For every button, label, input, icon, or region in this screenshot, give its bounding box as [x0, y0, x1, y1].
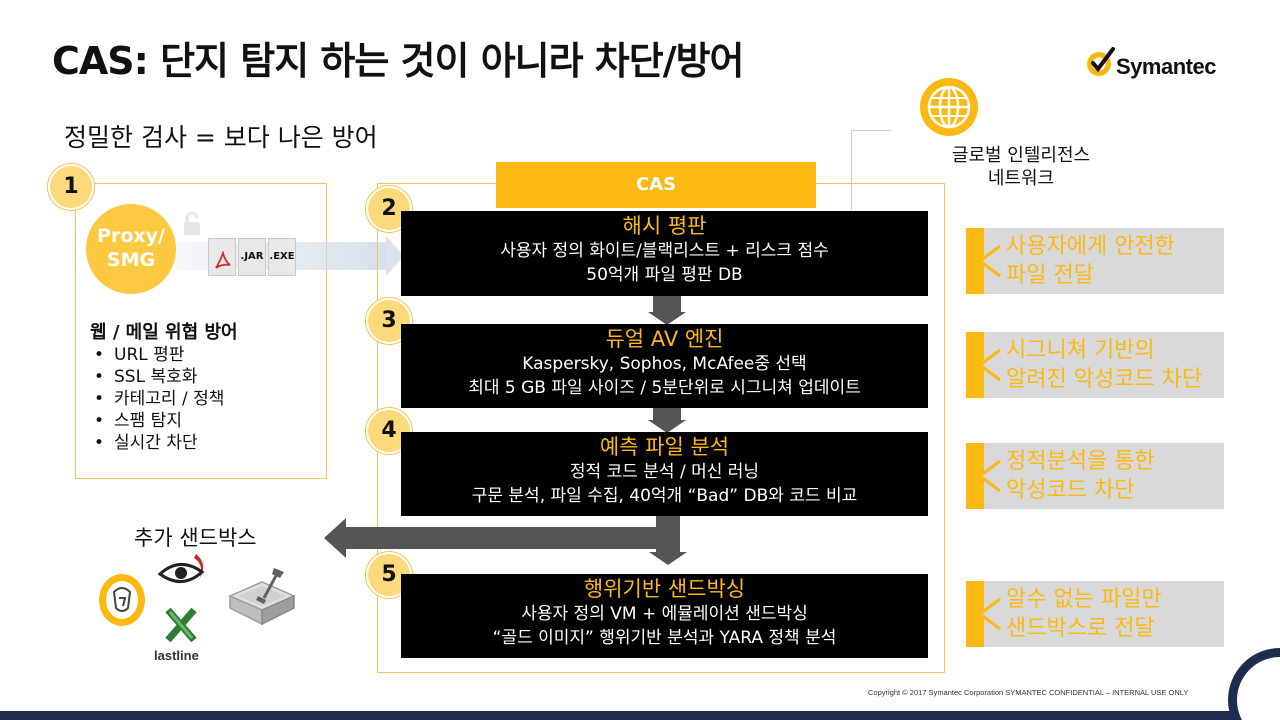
- corner-decoration: [1228, 648, 1280, 720]
- page-subtitle: 정밀한 검사 = 보다 나은 방어: [64, 123, 378, 152]
- outcome-accent-bar: [966, 443, 984, 509]
- sandbox-box-icon: [228, 568, 296, 626]
- flow-arrow-down-head: [648, 420, 686, 433]
- acrobat-icon: [215, 251, 231, 269]
- step-title: 행위기반 샌드박싱: [583, 577, 746, 601]
- lastline-logo-icon: [165, 607, 197, 643]
- gin-connector-line: [851, 130, 891, 210]
- list-item: 실시간 차단: [94, 432, 224, 454]
- outcome-box: 알수 없는 파일만 샌드박스로 전달: [966, 581, 1224, 647]
- step-line: 사용자 정의 VM + 에뮬레이션 샌드박싱: [521, 604, 808, 624]
- chevron-left-icon: [977, 459, 1001, 493]
- web-mail-heading: 웹 / 메일 위협 방어: [90, 322, 238, 343]
- proxy-flow-arrow-head: [386, 236, 404, 276]
- lock-icon: [184, 212, 200, 235]
- list-item: SSL 복호화: [94, 366, 224, 388]
- step-number-3: 3: [366, 298, 412, 344]
- flow-arrow-down-head: [648, 312, 686, 325]
- sandbox-branch-arrow: [345, 527, 678, 549]
- outcome-accent-bar: [966, 228, 984, 294]
- step-number-1: 1: [48, 164, 94, 210]
- chevron-left-icon: [977, 597, 1001, 631]
- web-mail-panel: [75, 183, 327, 479]
- step-behavior-sandboxing: 행위기반 샌드박싱 사용자 정의 VM + 에뮬레이션 샌드박싱 “골드 이미지…: [401, 574, 928, 658]
- step-line: 최대 5 GB 파일 사이즈 / 5분단위로 시그니쳐 업데이트: [468, 378, 861, 398]
- step-title: 듀얼 AV 엔진: [605, 327, 724, 351]
- sandbox-branch-arrow-head: [324, 518, 346, 558]
- proxy-smg-badge: Proxy/ SMG: [86, 204, 176, 294]
- step-line: 사용자 정의 화이트/블랙리스트 + 리스크 점수: [500, 241, 829, 261]
- lastline-wordmark: lastline: [154, 648, 199, 663]
- page-title: CAS: 단지 탐지 하는 것이 아니라 차단/방어: [52, 39, 745, 83]
- step-dual-av: 듀얼 AV 엔진 Kaspersky, Sophos, McAfee중 선택 최…: [401, 324, 928, 408]
- step-line: 50억개 파일 평판 DB: [586, 265, 743, 285]
- chevron-left-icon: [977, 348, 1001, 382]
- step-line: Kaspersky, Sophos, McAfee중 선택: [522, 354, 807, 374]
- global-intelligence-label: 글로벌 인텔리전스 네트워크: [951, 145, 1091, 189]
- step-title: 예측 파일 분석: [599, 435, 730, 459]
- symantec-wordmark: Symantec: [1116, 54, 1216, 79]
- step-title: 해시 평판: [622, 214, 707, 238]
- list-item: 카테고리 / 정책: [94, 388, 224, 410]
- globe-icon: [920, 78, 978, 136]
- exe-file-icon: .EXE: [268, 238, 296, 276]
- copyright-notice: Copyright © 2017 Symantec Corporation SY…: [868, 688, 1189, 697]
- jar-file-icon: .JAR: [238, 238, 266, 276]
- list-item: 스팸 탐지: [94, 410, 224, 432]
- chevron-left-icon: [977, 244, 1001, 278]
- symantec-check-icon: [1087, 47, 1115, 76]
- symantec-logo: Symantec: [1084, 46, 1234, 86]
- outcome-accent-bar: [966, 332, 984, 398]
- outcome-box: 정적분석을 통한 악성코드 차단: [966, 443, 1224, 509]
- flow-arrow-down: [653, 408, 681, 422]
- outcome-accent-bar: [966, 581, 984, 647]
- step-hash-reputation: 해시 평판 사용자 정의 화이트/블랙리스트 + 리스크 점수 50억개 파일 …: [401, 211, 928, 296]
- sandbox-shield-icon: [99, 574, 145, 626]
- step-line: “골드 이미지” 행위기반 분석과 YARA 정책 분석: [492, 628, 837, 648]
- step-number-2: 2: [366, 186, 412, 232]
- outcome-box: 시그니쳐 기반의 알려진 악성코드 차단: [966, 332, 1224, 398]
- cas-label: CAS: [496, 162, 816, 208]
- flow-arrow-down-head: [649, 552, 687, 565]
- sandbox-eye-icon: [157, 554, 205, 583]
- flow-arrow-down: [653, 296, 681, 314]
- step-predictive-analysis: 예측 파일 분석 정적 코드 분석 / 머신 러닝 구문 분석, 파일 수집, …: [401, 432, 928, 516]
- list-item: URL 평판: [94, 344, 224, 366]
- footer-bar: [0, 711, 1280, 720]
- additional-sandbox-label: 추가 샌드박스: [134, 526, 257, 550]
- pdf-file-icon: [208, 238, 236, 276]
- step-line: 정적 코드 분석 / 머신 러닝: [569, 462, 760, 482]
- step-line: 구문 분석, 파일 수집, 40억개 “Bad” DB와 코드 비교: [471, 486, 858, 506]
- web-mail-feature-list: URL 평판 SSL 복호화 카테고리 / 정책 스팸 탐지 실시간 차단: [94, 344, 224, 454]
- outcome-box: 사용자에게 안전한 파일 전달: [966, 228, 1224, 294]
